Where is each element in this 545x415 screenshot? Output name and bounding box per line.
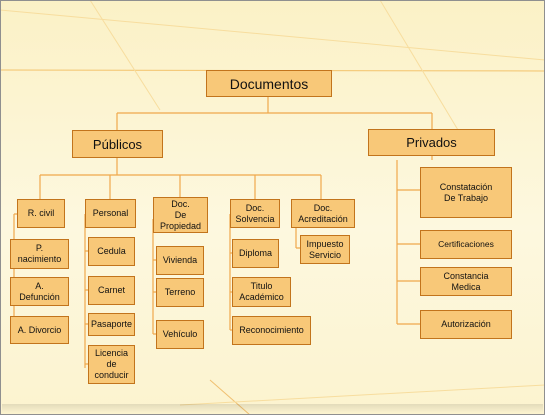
privados-label: Privados — [406, 135, 457, 150]
propiedad-item-label: Terreno — [164, 287, 196, 297]
rcivil-item-label: A. Divorcio — [17, 324, 62, 335]
rcivil-item-node: A. Defunción — [10, 277, 69, 306]
root-label: Documentos — [229, 75, 309, 92]
acreditacion-item-node: Impuesto Servicio — [300, 235, 350, 264]
decor-line — [0, 9, 545, 61]
personal-item-label: Pasaporte — [90, 319, 133, 329]
privado-item-label: Autorización — [441, 319, 491, 329]
personal-item-label: Carnet — [97, 285, 125, 295]
propiedad-item-node: Vivienda — [156, 246, 204, 275]
privados-node: Privados — [368, 129, 495, 156]
rcivil-item-label: P. nacimiento — [17, 243, 62, 264]
personal-item-node: Licencia de conducir — [88, 345, 135, 384]
propiedad-header-label: Doc. De Propiedad — [159, 198, 202, 231]
publicos-node: Públicos — [72, 130, 163, 158]
rcivil-item-label: A. Defunción — [19, 280, 60, 302]
personal-item-node: Pasaporte — [88, 313, 135, 336]
acreditacion-header-node: Doc. Acreditación — [291, 199, 355, 228]
decor-line — [379, 0, 471, 151]
personal-header-node: Personal — [85, 199, 136, 228]
solvencia-header-node: Doc. Solvencia — [230, 199, 280, 228]
propiedad-item-label: Vehículo — [162, 329, 198, 339]
bottom-shadow — [2, 404, 543, 413]
personal-item-node: Cedula — [88, 237, 135, 266]
privado-item-label: Constancia Medica — [443, 270, 489, 292]
solvencia-item-label: Titulo Académico — [239, 281, 284, 302]
connector — [229, 214, 232, 331]
connector — [10, 213, 17, 331]
rcivil-header-node: R. civil — [17, 199, 65, 228]
solvencia-header-label: Doc. Solvencia — [235, 202, 275, 224]
connector — [152, 219, 156, 335]
decor-line — [209, 379, 251, 415]
connector — [396, 156, 433, 325]
acreditacion-header-label: Doc. Acreditación — [298, 202, 348, 224]
privado-item-node: Constatación De Trabajo — [420, 167, 512, 218]
propiedad-item-node: Vehículo — [156, 320, 204, 349]
personal-item-node: Carnet — [88, 276, 135, 305]
propiedad-item-node: Terreno — [156, 278, 204, 307]
solvencia-item-node: Diploma — [232, 239, 279, 268]
personal-item-label: Cedula — [97, 246, 126, 256]
decor-line — [89, 0, 161, 111]
personal-item-label: Licencia de conducir — [94, 348, 129, 380]
privado-item-label: Certificaciones — [438, 239, 494, 250]
solvencia-item-node: Titulo Académico — [232, 277, 291, 307]
publicos-label: Públicos — [92, 136, 143, 152]
propiedad-header-node: Doc. De Propiedad — [153, 197, 208, 233]
decor-line — [179, 384, 545, 406]
personal-header-label: Personal — [92, 208, 129, 218]
rcivil-header-label: R. civil — [27, 208, 55, 218]
rcivil-item-node: P. nacimiento — [10, 239, 69, 269]
privado-item-node: Constancia Medica — [420, 267, 512, 296]
root-node: Documentos — [206, 70, 332, 97]
solvencia-item-label: Diploma — [238, 248, 272, 258]
acreditacion-item-label: Impuesto Servicio — [306, 238, 344, 260]
connector — [84, 214, 88, 368]
privado-item-node: Autorización — [420, 310, 512, 339]
rcivil-item-node: A. Divorcio — [10, 316, 69, 344]
solvencia-item-node: Reconocimiento — [232, 316, 311, 345]
propiedad-item-label: Vivienda — [162, 255, 198, 265]
solvencia-item-label: Reconocimiento — [239, 325, 304, 335]
privado-item-label: Constatación De Trabajo — [439, 181, 493, 203]
privado-item-node: Certificaciones — [420, 230, 512, 259]
